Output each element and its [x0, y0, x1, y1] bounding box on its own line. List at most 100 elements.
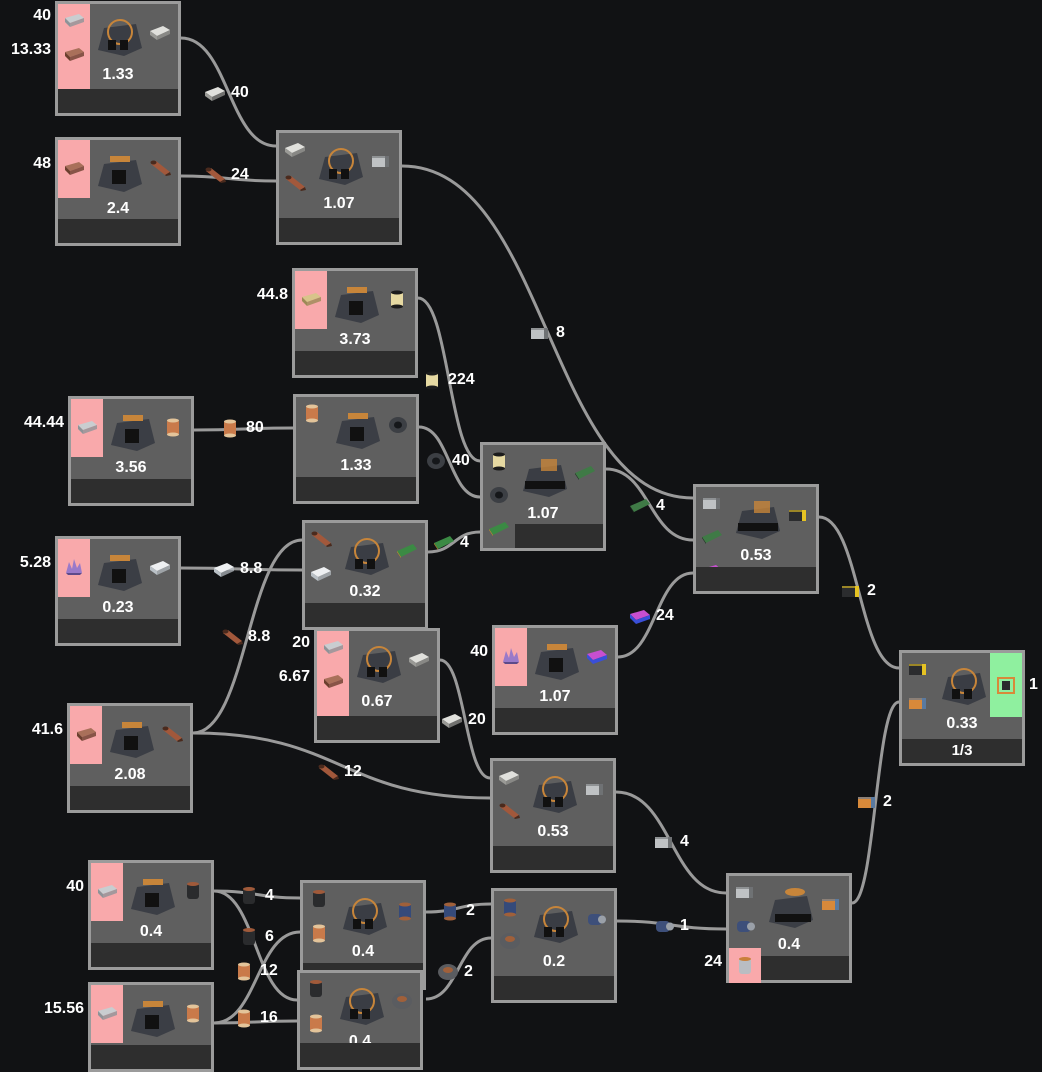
heatsink-icon[interactable] — [583, 779, 607, 799]
crystal-tray-icon[interactable] — [585, 646, 609, 666]
heatsink-icon[interactable] — [700, 493, 724, 513]
copper-ingot-icon[interactable] — [321, 671, 345, 691]
edge-n2-n3[interactable] — [180, 174, 277, 183]
copper-wire-spool-icon[interactable] — [304, 1013, 328, 1033]
alloy-plate-icon[interactable] — [497, 767, 521, 787]
recipe-node-n20[interactable]: 0.2 — [491, 888, 617, 1003]
edge-n17-n18[interactable] — [213, 930, 301, 1025]
copper-wire-spool-icon[interactable] — [181, 1003, 205, 1023]
copper-wire-spool-icon[interactable] — [307, 923, 331, 943]
stator-ring-icon[interactable] — [498, 931, 522, 951]
recipe-node-n2[interactable]: 2.4 — [55, 137, 181, 246]
capacitor-tube-icon[interactable] — [181, 881, 205, 901]
electric-motor-icon[interactable] — [733, 916, 757, 936]
recipe-node-n17[interactable]: 1.24 — [88, 982, 214, 1072]
silicon-block-icon[interactable] — [148, 557, 172, 577]
copper-wire-spool-icon[interactable] — [300, 403, 324, 423]
edge-n13-n10[interactable] — [192, 538, 303, 735]
node-footer — [761, 956, 849, 980]
edge-n13-n14[interactable] — [192, 731, 491, 800]
aluminum-ingot-icon[interactable] — [62, 10, 86, 30]
pcb-icon[interactable] — [700, 527, 724, 547]
alloy-plate-icon[interactable] — [283, 139, 307, 159]
edge-n18-n20[interactable] — [425, 902, 492, 914]
copper-sheet-icon[interactable] — [497, 801, 521, 821]
copper-wire-spool-icon[interactable] — [161, 417, 185, 437]
edge-n19-n20[interactable] — [425, 936, 492, 1001]
crystal-icon[interactable] — [62, 557, 86, 577]
recipe-node-n19[interactable]: 0.4 — [297, 970, 423, 1070]
copper-sheet-icon[interactable] — [283, 173, 307, 193]
heatsink-icon[interactable] — [369, 151, 393, 171]
edge-n5-n6[interactable] — [193, 426, 294, 432]
recipe-node-n5[interactable]: 3.56 — [68, 396, 194, 506]
gold-wire-spool-icon[interactable] — [385, 289, 409, 309]
recipe-node-n8[interactable]: 0.53 — [693, 484, 819, 594]
edge-n16-n19[interactable] — [213, 889, 298, 1002]
recipe-node-n1[interactable]: 1.33 — [55, 1, 181, 116]
press-machine-icon — [331, 281, 383, 325]
aluminum-ingot-icon[interactable] — [95, 881, 119, 901]
crystal-icon[interactable] — [499, 646, 523, 666]
edge-n6-n7[interactable] — [418, 425, 481, 499]
edge-flow-amount: 4 — [680, 833, 689, 850]
edge-n7-n8[interactable] — [605, 467, 694, 542]
alloy-plate-icon[interactable] — [148, 22, 172, 42]
alloy-plate-icon[interactable] — [407, 649, 431, 669]
gold-ingot-icon[interactable] — [299, 289, 323, 309]
robot-frame-icon[interactable] — [994, 675, 1018, 695]
edge-n10-n7[interactable] — [427, 530, 481, 554]
electric-motor-icon[interactable] — [584, 909, 608, 929]
recipe-node-n6[interactable]: 1.33 — [293, 394, 419, 504]
aluminum-ingot-icon[interactable] — [75, 417, 99, 437]
edge-n17-n19[interactable] — [213, 1019, 298, 1025]
capacitor-tube-icon[interactable] — [307, 889, 331, 909]
silicon-block-icon[interactable] — [309, 563, 333, 583]
cable-coil-icon[interactable] — [487, 485, 511, 505]
generator-icon[interactable] — [819, 894, 843, 914]
aluminum-ingot-icon[interactable] — [95, 1003, 119, 1023]
edge-n1-n3[interactable] — [180, 36, 277, 148]
stator-ring-icon[interactable] — [390, 991, 414, 1011]
recipe-node-n9[interactable]: 0.23 — [55, 536, 181, 646]
edge-n9-n10[interactable] — [180, 566, 303, 572]
recipe-node-n16[interactable]: 0.4 — [88, 860, 214, 970]
computer-unit-icon[interactable] — [786, 505, 810, 525]
edge-n4-n7[interactable] — [417, 296, 481, 463]
copper-ingot-icon[interactable] — [74, 724, 98, 744]
copper-sheet-icon[interactable] — [309, 529, 333, 549]
circuit-board-icon[interactable] — [487, 519, 511, 539]
copper-ingot-icon[interactable] — [62, 44, 86, 64]
recipe-node-n7[interactable]: 1.07 — [480, 442, 606, 551]
copper-sheet-icon[interactable] — [160, 724, 184, 744]
edge-n11-n14[interactable] — [439, 658, 491, 780]
pcb-icon[interactable] — [573, 463, 597, 483]
copper-ingot-icon[interactable] — [62, 158, 86, 178]
circuit-board-icon[interactable] — [395, 541, 419, 561]
raw-input-amount: 6.67 — [278, 668, 310, 685]
recipe-node-n21[interactable]: 0.4 — [726, 873, 852, 983]
recipe-node-n13[interactable]: 2.08 — [67, 703, 193, 813]
recipe-node-n12[interactable]: 1.07 — [492, 625, 618, 735]
recipe-node-n4[interactable]: 3.73 — [292, 268, 418, 378]
battery-cell-icon[interactable] — [733, 956, 757, 976]
inductor-coil-icon[interactable] — [498, 897, 522, 917]
edge-n16-n18[interactable] — [213, 889, 301, 900]
generator-icon[interactable] — [906, 693, 930, 713]
recipe-node-n10[interactable]: 0.32 — [302, 520, 428, 630]
raw-input-amount: 44.8 — [256, 286, 288, 303]
gold-wire-spool-icon[interactable] — [487, 451, 511, 471]
recipe-node-n14[interactable]: 0.53 — [490, 758, 616, 873]
copper-sheet-icon[interactable] — [148, 158, 172, 178]
capacitor-tube-icon[interactable] — [304, 979, 328, 999]
computer-unit-icon[interactable] — [906, 659, 930, 679]
recipe-node-n11[interactable]: 0.67 — [314, 628, 440, 743]
edge-n21-n15[interactable] — [851, 700, 900, 905]
inductor-coil-icon[interactable] — [393, 901, 417, 921]
edge-n12-n8[interactable] — [617, 571, 694, 659]
heatsink-icon[interactable] — [733, 882, 757, 902]
cable-coil-icon[interactable] — [386, 415, 410, 435]
recipe-node-n3[interactable]: 1.07 — [276, 130, 402, 245]
aluminum-ingot-icon[interactable] — [321, 637, 345, 657]
